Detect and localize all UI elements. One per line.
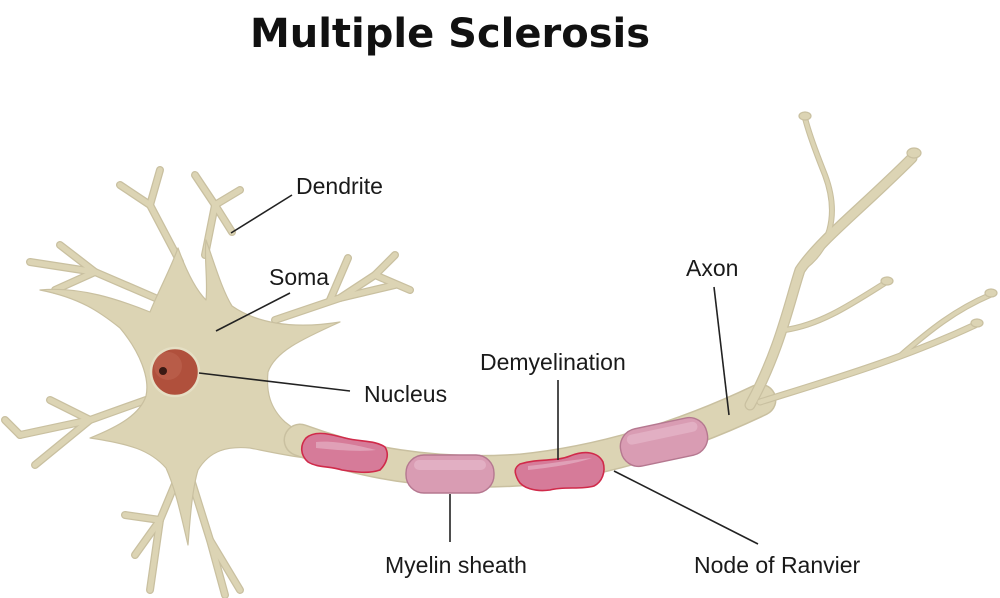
- leader-soma: [215, 292, 291, 332]
- axon-terminals: [744, 111, 998, 411]
- myelin-sheaths: [300, 416, 709, 494]
- label-dendrite: Dendrite: [296, 173, 383, 199]
- nucleolus: [159, 367, 167, 375]
- leader-nucleus: [198, 372, 351, 392]
- leader-node-of-ranvier: [613, 470, 759, 545]
- label-node-of-ranvier: Node of Ranvier: [694, 552, 861, 578]
- label-soma: Soma: [269, 264, 329, 290]
- myelin-segment-damaged: [514, 451, 605, 492]
- nucleus: [149, 346, 201, 398]
- soma-body: [39, 239, 341, 546]
- diagram-title: Multiple Sclerosis: [250, 11, 650, 57]
- dendrites: [1, 166, 414, 598]
- label-nucleus: Nucleus: [364, 381, 447, 407]
- myelin-segment: [619, 416, 709, 468]
- label-axon: Axon: [686, 255, 738, 281]
- leader-lines: [198, 194, 759, 545]
- myelin-segment: [405, 454, 495, 494]
- label-demyelination: Demyelination: [480, 349, 626, 375]
- label-myelin-sheath: Myelin sheath: [385, 552, 527, 578]
- myelin-segment-damaged: [300, 432, 388, 474]
- leader-axon: [713, 286, 730, 416]
- neuron: [1, 111, 998, 598]
- leader-dendrite: [230, 194, 293, 234]
- labels: Dendrite Soma Nucleus Demyelination Axon…: [269, 173, 861, 578]
